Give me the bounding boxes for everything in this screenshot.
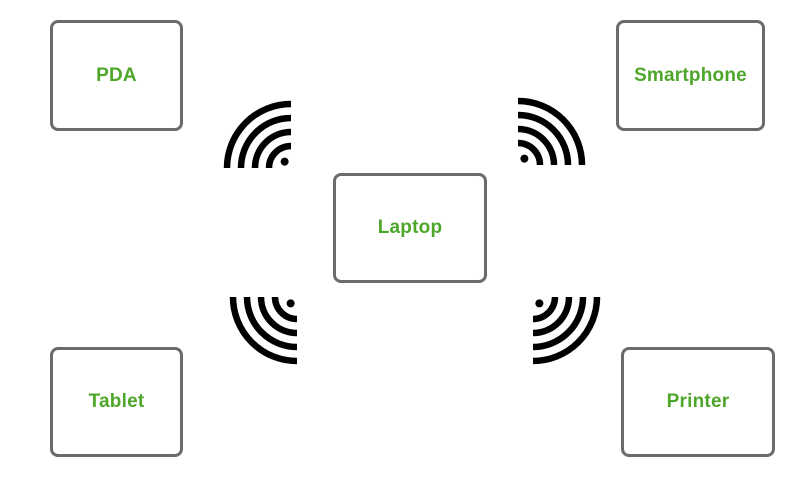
- tablet-label: Tablet: [88, 391, 145, 412]
- signal-arc: [223, 100, 292, 169]
- signal-arc: [517, 111, 572, 166]
- signal-arc: [532, 296, 573, 337]
- signal-arc: [532, 296, 587, 351]
- signal-arc: [532, 296, 601, 365]
- signal-arc: [237, 114, 292, 169]
- wifi-signal-icon-top-left: [223, 100, 292, 169]
- printer-node: Printer: [621, 347, 775, 457]
- signal-arc: [265, 142, 292, 169]
- tablet-node: Tablet: [50, 347, 183, 457]
- signal-arc: [243, 296, 298, 351]
- signal-arc: [229, 296, 298, 365]
- wifi-signal-icon-bottom-left: [229, 296, 298, 365]
- smartphone-node: Smartphone: [616, 20, 765, 131]
- smartphone-label: Smartphone: [634, 64, 747, 86]
- signal-arc: [532, 296, 559, 323]
- signal-arc: [517, 139, 544, 166]
- signal-arc: [251, 128, 292, 169]
- laptop-node: Laptop: [333, 173, 487, 283]
- pda-label: PDA: [96, 64, 137, 86]
- laptop-label: Laptop: [377, 217, 443, 238]
- printer-label: Printer: [666, 391, 730, 412]
- pda-node: PDA: [50, 20, 183, 131]
- wifi-signal-icon-bottom-right: [532, 296, 601, 365]
- signal-dot: [520, 154, 529, 163]
- signal-dot: [535, 299, 544, 308]
- signal-dot: [280, 157, 289, 166]
- signal-arc: [257, 296, 298, 337]
- signal-arc: [517, 97, 586, 166]
- signal-arc: [271, 296, 298, 323]
- signal-arc: [517, 125, 558, 166]
- signal-dot: [286, 299, 295, 308]
- wifi-signal-icon-top-right: [517, 97, 586, 166]
